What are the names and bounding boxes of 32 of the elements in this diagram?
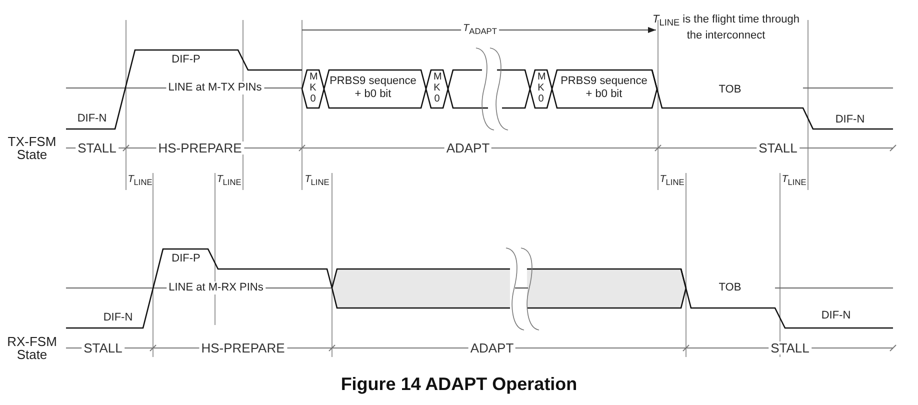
- state-label: HS-PREPARE: [156, 142, 244, 154]
- state-label: STALL: [82, 342, 124, 354]
- signal-label: DIF-N: [821, 310, 851, 322]
- signal-label: TOB: [718, 84, 742, 96]
- sequence-label: PRBS9 sequence + b0 bit: [560, 75, 648, 101]
- marker-label: M K 0: [310, 72, 316, 104]
- row-heading: TX-FSM State: [6, 135, 58, 161]
- note-text: T$_{LINE}$ is the flight time through the interconnect: [652, 13, 800, 43]
- row-heading: RX-FSM State: [6, 335, 58, 361]
- timing-label: T$_{LINE}$: [216, 173, 242, 189]
- signal-label: LINE at M-TX PINs: [166, 82, 264, 94]
- state-label: ADAPT: [468, 342, 516, 354]
- timing-label: T$_{LINE}$: [304, 173, 330, 189]
- sequence-label: PRBS9 sequence + b0 bit: [328, 75, 418, 101]
- marker-label: M K 0: [434, 72, 440, 104]
- state-label: STALL: [76, 142, 118, 154]
- figure-caption: Figure 14 ADAPT Operation: [340, 374, 578, 395]
- state-label: HS-PREPARE: [199, 342, 287, 354]
- marker-label: M K 0: [538, 72, 544, 104]
- state-label: ADAPT: [444, 142, 492, 154]
- timing-label: T$_{LINE}$: [782, 173, 806, 189]
- timing-label: T$_{LINE}$: [660, 173, 684, 189]
- signal-label: DIF-N: [103, 312, 133, 324]
- signal-label: DIF-N: [77, 112, 107, 126]
- state-label: STALL: [756, 142, 800, 154]
- state-label: STALL: [768, 342, 812, 354]
- signal-label: DIF-P: [172, 252, 200, 266]
- signal-label: DIF-N: [835, 114, 865, 126]
- signal-label: DIF-P: [172, 54, 200, 66]
- timing-label: T$_{LINE}$: [128, 173, 152, 189]
- signal-label: TOB: [718, 282, 742, 294]
- signal-label: LINE at M-RX PINs: [166, 282, 266, 294]
